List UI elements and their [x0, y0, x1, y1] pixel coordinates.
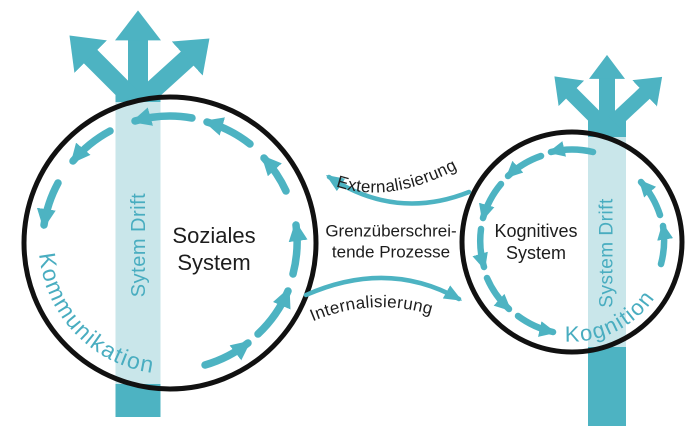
left-circulation-arrows — [36, 107, 308, 369]
circulation-arrow — [657, 222, 674, 268]
externalisierung-label: Externalisierung — [335, 155, 460, 196]
circulation-arrow — [483, 274, 513, 313]
circulation-arrow — [260, 154, 290, 195]
circulation-arrow — [288, 221, 308, 278]
boundary-arrows — [303, 174, 472, 302]
right-system-label: Kognitives System — [494, 221, 577, 265]
left-system-label: Soziales System — [172, 223, 255, 277]
right-system-circle — [459, 129, 685, 355]
circulation-arrow — [203, 117, 254, 148]
circulation-arrow — [547, 141, 597, 157]
right-drift-band — [588, 137, 626, 347]
right-trident-icon — [554, 54, 663, 128]
right-circulation-arrows — [472, 141, 674, 337]
circulation-arrow — [69, 127, 114, 165]
left-system-label-line2: System — [177, 250, 251, 275]
externalisierung-arrow — [325, 174, 472, 206]
boundary-process-label-line2: tende Prozesse — [331, 242, 451, 261]
left-band-label: Sytem Drift — [128, 193, 150, 297]
internalisierung-arrow — [303, 275, 463, 302]
left-drift-band — [115, 102, 161, 384]
circulation-arrow — [637, 178, 664, 219]
circulation-arrow — [472, 225, 488, 271]
circulation-arrow — [479, 180, 505, 222]
left-trident-icon — [69, 10, 210, 104]
circulation-arrow — [201, 339, 252, 369]
circulation-arrow — [254, 287, 292, 338]
right-band-label: System Drift — [597, 198, 618, 308]
right-system-label-line1: Kognitives — [494, 221, 578, 242]
left-system-label-line1: Soziales — [172, 223, 256, 249]
left-system-circle — [21, 94, 319, 392]
circulation-arrow — [131, 107, 196, 126]
circulation-arrow — [504, 152, 545, 180]
boundary-process-label: Grenzüberschrei- tende Prozesse — [325, 221, 456, 262]
boundary-process-label-line1: Grenzüberschrei- — [325, 221, 457, 241]
circulation-arrow — [514, 312, 557, 337]
right-system-label-line2: System — [505, 243, 566, 263]
internalisierung-label: Internalisierung — [307, 292, 435, 325]
circulation-arrow — [36, 179, 62, 229]
